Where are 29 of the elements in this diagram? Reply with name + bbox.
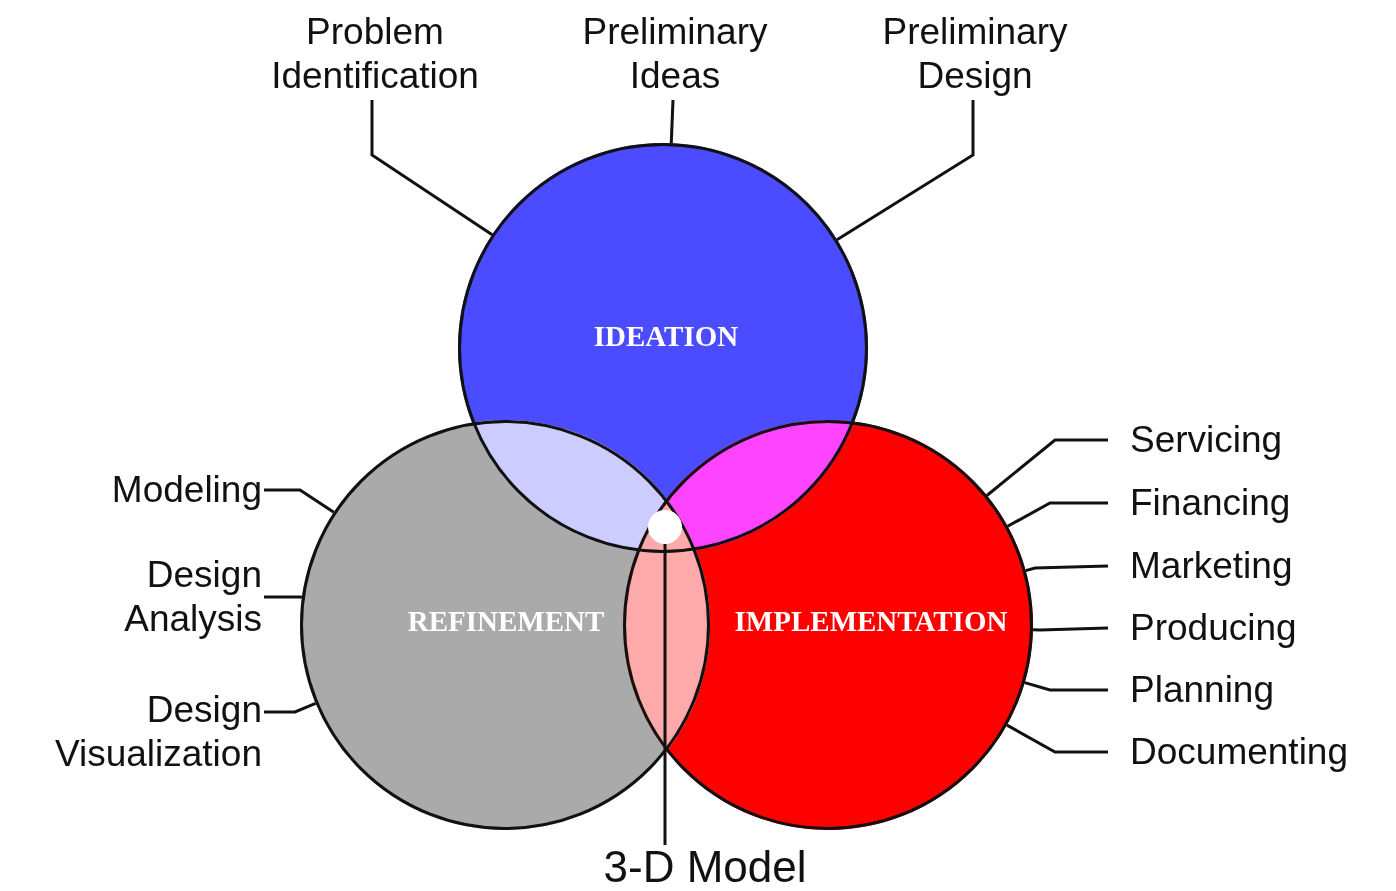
stage-label: Design Visualization xyxy=(0,686,262,778)
stage-label: Marketing xyxy=(1130,543,1396,589)
leader-line xyxy=(1025,564,1109,573)
leader-line xyxy=(264,595,303,599)
leader-line xyxy=(663,544,667,845)
circle-title: IMPLEMENTATION xyxy=(734,604,1008,638)
leader-line xyxy=(264,488,335,514)
stage-label: Financing xyxy=(1130,480,1396,526)
stage-label: Servicing xyxy=(1130,417,1396,463)
leader-line xyxy=(836,100,975,241)
stage-label: 3-D Model xyxy=(540,843,870,891)
leader-line xyxy=(370,100,493,236)
leader-line xyxy=(669,99,675,144)
stage-label: Design Analysis xyxy=(40,551,262,643)
leader-line xyxy=(1024,681,1108,692)
leader-line xyxy=(1032,626,1109,632)
leader-line xyxy=(1006,723,1108,754)
stage-label: Preliminary Design xyxy=(845,8,1105,100)
leader-line xyxy=(985,438,1108,497)
circle-title: REFINEMENT xyxy=(407,604,605,638)
stage-label: Documenting xyxy=(1130,729,1396,775)
stage-label: Preliminary Ideas xyxy=(545,8,805,100)
stage-label: Problem Identification xyxy=(245,8,505,100)
stage-label: Producing xyxy=(1130,605,1396,651)
circle-title: IDEATION xyxy=(593,319,739,353)
stage-label: Planning xyxy=(1130,667,1396,713)
stage-label: Modeling xyxy=(40,467,262,513)
leader-line xyxy=(1006,501,1108,528)
leader-line xyxy=(264,702,317,714)
